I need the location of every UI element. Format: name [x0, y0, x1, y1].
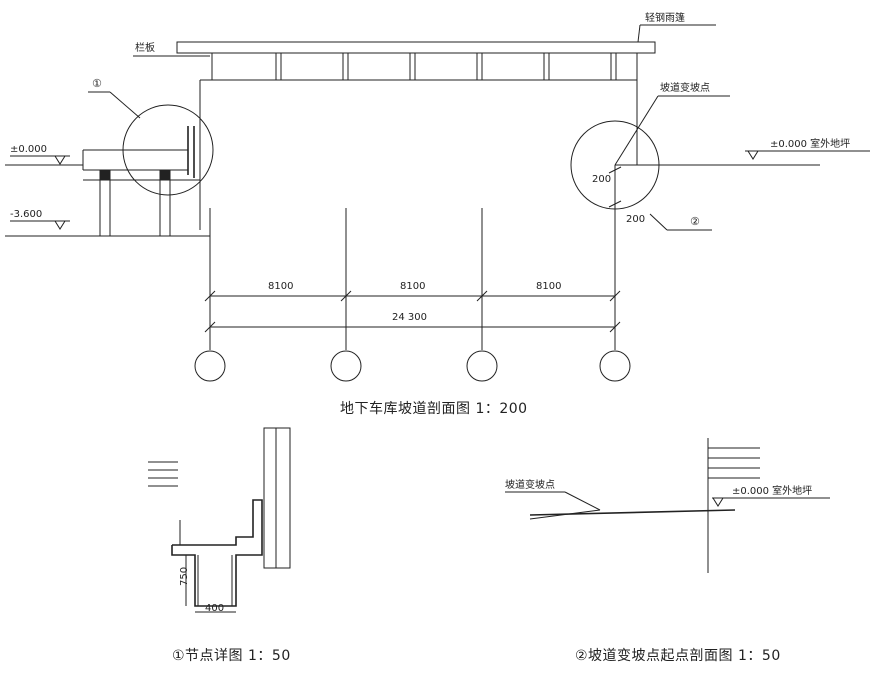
grid-lines — [209, 208, 616, 350]
left-structure — [5, 126, 210, 237]
grid-bubbles — [194, 350, 631, 382]
dim-bay-1: 8100 — [268, 281, 293, 292]
level-minus-label: -3.600 — [10, 209, 42, 220]
canopy-label: 轻钢雨篷 — [645, 11, 685, 24]
dim-bay-3: 8100 — [536, 281, 561, 292]
detail-1: 750 400 ①节点详图 1：50 — [148, 427, 291, 664]
outdoor-level-label: ±0.000 室外地坪 — [770, 137, 850, 150]
dim-bay-2: 8100 — [400, 281, 425, 292]
detail-circle-1 — [122, 104, 214, 196]
slope-change-label: 坡道变坡点 — [660, 81, 710, 94]
callout-1: ① — [92, 77, 102, 90]
dim-vertical-a: 200 — [592, 174, 611, 185]
dim-total: 24 300 — [392, 312, 427, 323]
railing-label: 栏板 — [135, 41, 155, 54]
canopy-frame — [199, 53, 638, 230]
detail1-dim-width: 400 — [205, 603, 224, 614]
detail2-outdoor-level: ±0.000 室外地坪 — [732, 484, 812, 497]
level-zero-label: ±0.000 — [10, 144, 47, 155]
detail2-slope-label: 坡道变坡点 — [505, 478, 555, 491]
canopy-slab — [176, 41, 656, 54]
detail1-dim-height: 750 — [179, 567, 190, 586]
detail-1-title: ①节点详图 1：50 — [172, 648, 291, 664]
callout-2: ② — [690, 215, 700, 228]
dim-vertical-b: 200 — [626, 214, 645, 225]
dimension-lines — [204, 290, 621, 333]
detail-2-title: ②坡道变坡点起点剖面图 1：50 — [575, 648, 781, 664]
main-section: 轻钢雨篷 栏板 — [5, 11, 870, 417]
detail-2: 坡道变坡点 ±0.000 室外地坪 ②坡道变坡点起点剖面图 1：50 — [505, 438, 830, 664]
main-section-title: 地下车库坡道剖面图 1：200 — [340, 400, 528, 417]
